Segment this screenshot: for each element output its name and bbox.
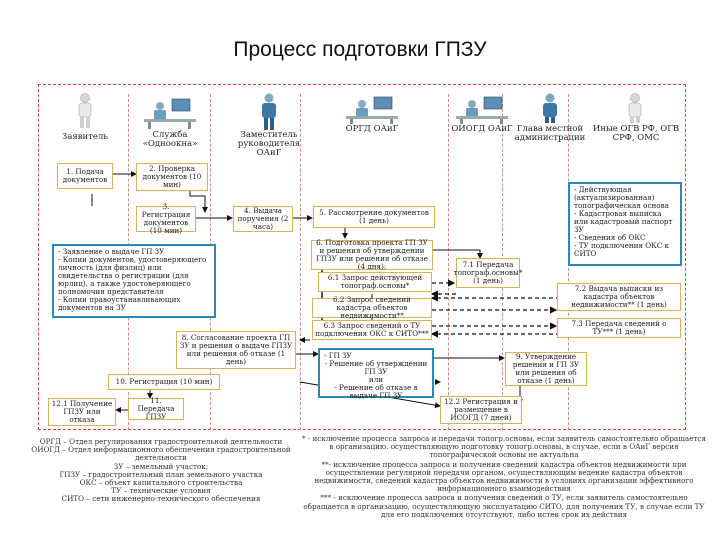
sources-list-box: - Действующая (актуализированная) топогр…: [568, 182, 682, 266]
actor-label-one-window: Служба «Одноокна»: [142, 130, 198, 149]
applicant-figure-icon: [70, 93, 100, 129]
sources-item: - Сведения об ОКС: [574, 233, 646, 242]
legend-item: ОРГД – Отдел регулирования градостроител…: [39, 437, 283, 446]
step-6-3-box: 6.3 Запрос сведений о ТУ подключения ОКС…: [312, 320, 432, 340]
sources-item: - Действующая (актуализированная) топогр…: [574, 185, 669, 210]
actor-label-oiogd: ОИОГД ОАиГ: [451, 124, 513, 134]
actor-label-deputy: Заместитель руководителя ОАиГ: [237, 130, 301, 158]
step-3-box: 3. Регистрация документов (10 мин): [136, 203, 196, 235]
step-7-1-box: 7.1 Передача топограф.основы* (1 день): [454, 258, 522, 288]
legend-item: СИТО – сети инженерно-технического обесп…: [61, 494, 261, 504]
deputy-figure-icon: [254, 93, 284, 131]
oiogd-desk-icon: [452, 96, 512, 124]
legend-item: ТУ – технические условия: [111, 486, 211, 496]
documents-item: - Заявление о выдаче ГП ЗУ: [58, 247, 165, 256]
lane-separator: [448, 94, 449, 430]
step-4-box: 4. Выдача поручения (2 часа): [233, 206, 293, 232]
step-2-box: 2. Проверка документов (10 мин): [136, 163, 208, 191]
result-item: - Решение об отказе в выдаче ГП ЗУ: [334, 383, 418, 400]
orgd-desk-icon: [342, 96, 402, 124]
one-window-desk-icon: [140, 97, 200, 129]
result-item: - ГП ЗУ: [324, 351, 352, 360]
step-8-box: 8. Согласование проекта ГП ЗУ и решения …: [176, 331, 296, 369]
actor-label-orgd: ОРГД ОАиГ: [345, 124, 399, 134]
sources-item: - Кадастровая выписка или кадастровый па…: [574, 209, 673, 234]
documents-item: - Копии документов, удостоверяющего личн…: [58, 255, 207, 296]
step-7-2-box: 7.2 Выдача выписки из кадастра объектов …: [557, 283, 681, 311]
step-12-1-box: 12.1 Получение ГПЗУ или отказа: [48, 398, 116, 426]
footnotes: * - исключение процесса запроса и переда…: [300, 434, 708, 519]
step-11-box: 11. Передача ГПЗУ: [128, 397, 184, 421]
step-6-1-box: 6.1 Запрос действующей топограф.основы*: [318, 272, 432, 292]
legend-item: ОКС – объект капитального строительства: [79, 478, 243, 488]
actor-label-applicant: Заявитель: [62, 132, 108, 142]
footnote: * - исключение процесса запроса и переда…: [302, 434, 706, 460]
sources-item: - ТУ подключения ОКС к СИТО: [574, 241, 669, 258]
actor-label-other: Иные ОГВ РФ, ОГВ СРФ, ОМС: [592, 124, 680, 143]
footnote: **- исключение процесса запроса и получе…: [314, 459, 694, 494]
legend-item: ЗУ – земельный участок;: [113, 461, 209, 471]
documents-item: - Копии правоустанавливающих документов …: [58, 295, 181, 312]
step-5-box: 5. Рассмотрение документов (1 день): [313, 206, 435, 228]
documents-list-box: - Заявление о выдаче ГП ЗУ - Копии докум…: [52, 244, 216, 318]
legend-item: ГПЗУ – градостроительный план земельного…: [59, 469, 263, 479]
result-item: - Решение об утверждении ГП ЗУ: [324, 359, 428, 376]
footnote: *** - исключение процесса запроса и полу…: [303, 493, 705, 519]
lane-separator: [300, 94, 301, 430]
step-9-box: 9. Утверждение решения и ГП ЗУ или решен…: [505, 352, 587, 386]
step-6-box: 6. Подготовка проекта ГП ЗУ и решения об…: [311, 239, 433, 271]
step-7-3-box: 7.3 Передача сведений о ТУ*** (1 день): [557, 318, 681, 338]
head-figure-icon: [535, 93, 565, 123]
result-item: или: [368, 375, 384, 384]
step-6-2-box: 6.2 Запрос сведений кадастра объектов не…: [312, 296, 432, 320]
result-documents-box: - ГП ЗУ - Решение об утверждении ГП ЗУ и…: [318, 348, 434, 400]
actor-label-head: Глава местной администрации: [514, 124, 586, 143]
step-1-box: 1. Подача документов: [57, 163, 113, 189]
legend-item: ОИОГД – Отдел информационного обеспечени…: [31, 445, 291, 463]
process-frame: [38, 84, 686, 430]
step-12-2-box: 12.2 Регистрация и размещение в ИСОГД (7…: [440, 396, 522, 424]
abbreviations-legend: ОРГД – Отдел регулирования градостроител…: [28, 437, 294, 504]
page-title: Процесс подготовки ГПЗУ: [233, 38, 487, 61]
step-10-box: 10. Регистрация (10 мин): [108, 374, 220, 390]
other-figure-icon: [620, 93, 650, 123]
